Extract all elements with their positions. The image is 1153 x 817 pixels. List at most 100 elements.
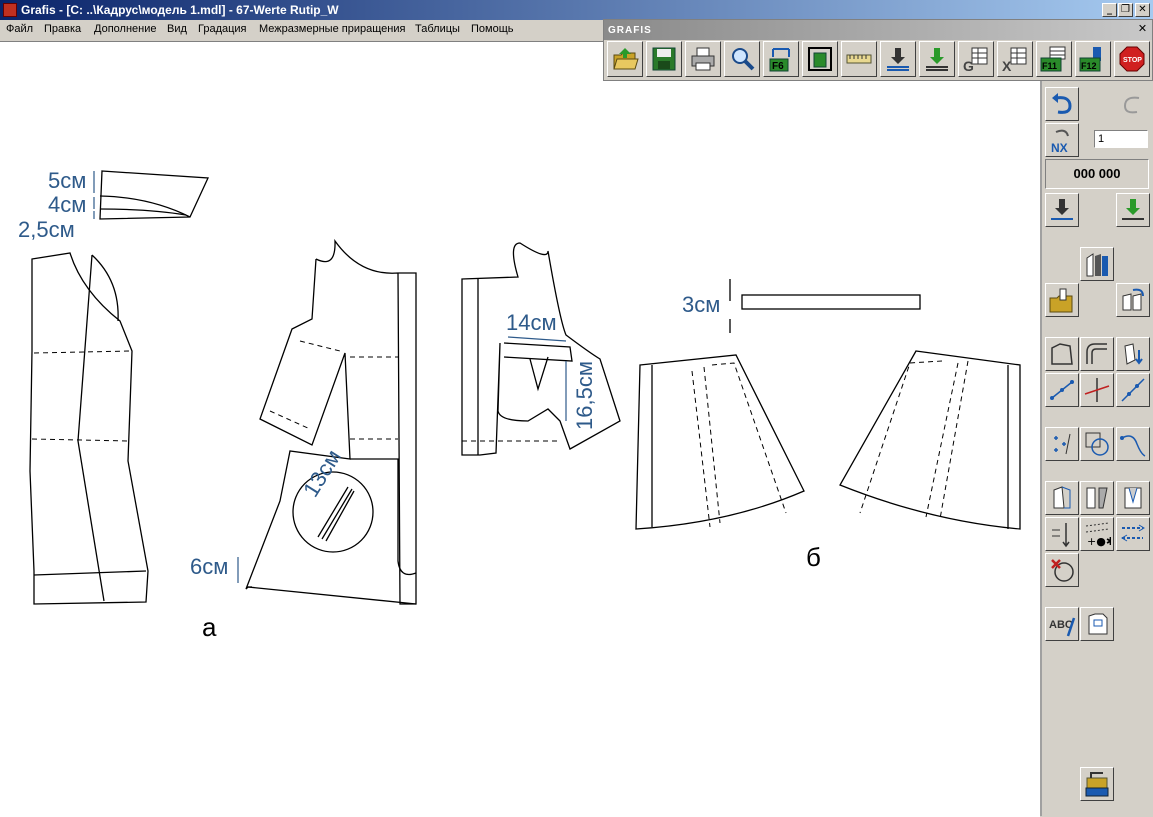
save-disk-icon bbox=[652, 47, 676, 71]
skirt-back bbox=[839, 350, 1021, 530]
open-pieces-button[interactable] bbox=[1045, 283, 1079, 317]
f12-button[interactable]: F12 bbox=[1075, 41, 1111, 77]
f6-key-icon: F6 bbox=[769, 48, 790, 72]
menu-edit[interactable]: Правка bbox=[44, 23, 82, 35]
dimension-5cm: 5см bbox=[48, 168, 87, 193]
dimension-16-5cm: 16,5см bbox=[572, 361, 597, 430]
minimize-button[interactable]: _ bbox=[1102, 3, 1117, 17]
piece-copy-button[interactable] bbox=[1045, 481, 1079, 515]
intersect-line-button[interactable] bbox=[1080, 373, 1114, 407]
measure-button[interactable] bbox=[841, 41, 877, 77]
menu-file[interactable]: Файл bbox=[6, 23, 34, 35]
x-table-button[interactable]: X bbox=[997, 41, 1033, 77]
close-button[interactable]: ✕ bbox=[1135, 3, 1150, 17]
menu-size-increments[interactable]: Межразмерные приращения bbox=[259, 23, 406, 35]
menu-addition[interactable]: Дополнение bbox=[94, 23, 157, 35]
grain-line-button[interactable] bbox=[1045, 517, 1079, 551]
offset-line-button[interactable] bbox=[1080, 337, 1114, 371]
f12-key-icon: F12 bbox=[1079, 47, 1101, 72]
shape-transform-icon bbox=[1124, 343, 1143, 365]
seam-arrows-icon bbox=[1121, 524, 1145, 542]
app-icon[interactable] bbox=[3, 3, 17, 17]
dimension-14cm: 14см bbox=[506, 310, 557, 335]
grafis-toolbar-window[interactable]: GRAFIS ✕ F6 G X F11 F12 STOP bbox=[603, 19, 1153, 81]
svg-text:G: G bbox=[963, 58, 974, 73]
f6-button[interactable]: F6 bbox=[763, 41, 799, 77]
diagonal-line-icon bbox=[1121, 378, 1145, 402]
f11-button[interactable]: F11 bbox=[1036, 41, 1072, 77]
measure-tape-icon bbox=[846, 54, 872, 64]
nx-repeat-button[interactable]: NX bbox=[1045, 123, 1079, 157]
svg-text:X: X bbox=[1002, 58, 1012, 73]
right-tool-panel: NX 1 000 000 bbox=[1040, 81, 1153, 816]
piece-transfer-button[interactable] bbox=[1116, 283, 1150, 317]
piece-mirror-icon bbox=[1086, 487, 1108, 509]
redo-button[interactable] bbox=[1116, 87, 1150, 121]
text-tool-button[interactable]: ABC bbox=[1045, 607, 1079, 641]
stop-button[interactable]: STOP bbox=[1114, 41, 1150, 77]
g-table-button[interactable]: G bbox=[958, 41, 994, 77]
curve-tool-button[interactable] bbox=[1116, 427, 1150, 461]
import-button[interactable] bbox=[880, 41, 916, 77]
svg-text:+●✱: +●✱ bbox=[1087, 535, 1111, 548]
model-pieces-button[interactable] bbox=[1080, 247, 1114, 281]
grafis-toolbar-title-bar[interactable]: GRAFIS ✕ bbox=[604, 20, 1152, 40]
shapes-tool-button[interactable] bbox=[1080, 427, 1114, 461]
drawing-canvas[interactable]: 5см 4см 2,5см 6см 13см 14см 16,5см 3см а… bbox=[0, 41, 1040, 817]
abc-pen-icon: ABC bbox=[1049, 617, 1076, 637]
collar-piece bbox=[99, 170, 209, 220]
load-down-button[interactable] bbox=[1045, 193, 1079, 227]
undo-button[interactable] bbox=[1045, 87, 1079, 121]
printer-icon bbox=[691, 47, 715, 71]
green-arrow-down-icon bbox=[926, 48, 948, 71]
points-tool-button[interactable] bbox=[1045, 427, 1079, 461]
save-button[interactable] bbox=[646, 41, 682, 77]
menu-grading[interactable]: Градация bbox=[198, 23, 247, 35]
sewing-machine-button[interactable] bbox=[1080, 767, 1114, 801]
piece-label-icon bbox=[1088, 613, 1108, 635]
menu-view[interactable]: Вид bbox=[167, 23, 187, 35]
contour-icon bbox=[1051, 343, 1073, 365]
frame-view-button[interactable] bbox=[802, 41, 838, 77]
waistband-piece bbox=[741, 294, 921, 310]
points-icon bbox=[1054, 433, 1071, 455]
dart-tool-button[interactable] bbox=[1116, 481, 1150, 515]
svg-text:ABC: ABC bbox=[1049, 619, 1073, 631]
zoom-button[interactable] bbox=[724, 41, 760, 77]
front-panel bbox=[29, 252, 149, 605]
dimension-6cm: 6см bbox=[190, 554, 229, 579]
point-line-icon bbox=[1050, 380, 1074, 400]
x-table-icon: X bbox=[1002, 47, 1027, 73]
svg-text:F6: F6 bbox=[772, 61, 784, 72]
open-folder-icon bbox=[613, 48, 639, 70]
load-green-button[interactable] bbox=[1116, 193, 1150, 227]
g-table-icon: G bbox=[963, 47, 988, 73]
import-green-button[interactable] bbox=[919, 41, 955, 77]
shape-transform-button[interactable] bbox=[1116, 337, 1150, 371]
caption-a: а bbox=[202, 612, 217, 642]
grain-line-icon bbox=[1052, 523, 1070, 548]
menu-tables[interactable]: Таблицы bbox=[415, 23, 460, 35]
point-line-button[interactable] bbox=[1045, 373, 1079, 407]
seam-tool-button[interactable] bbox=[1116, 517, 1150, 551]
dimension-4cm: 4см bbox=[48, 192, 87, 217]
piece-mirror-button[interactable] bbox=[1080, 481, 1114, 515]
piece-copy-icon bbox=[1053, 486, 1071, 509]
open-file-button[interactable] bbox=[607, 41, 643, 77]
pattern-drawing bbox=[29, 170, 1021, 605]
nx-count-input[interactable]: 1 bbox=[1094, 130, 1148, 148]
title-bar: Grafis - [C: ..\Кадрус\модель 1.mdl] - 6… bbox=[0, 0, 1153, 20]
restore-button[interactable]: ❐ bbox=[1118, 3, 1133, 17]
piece-transfer-icon bbox=[1122, 288, 1144, 311]
print-button[interactable] bbox=[685, 41, 721, 77]
diagonal-line-button[interactable] bbox=[1116, 373, 1150, 407]
grafis-toolbar-close-button[interactable]: ✕ bbox=[1137, 22, 1148, 35]
delete-piece-button[interactable] bbox=[1045, 553, 1079, 587]
notch-marks-icon: +●✱ bbox=[1085, 522, 1111, 548]
svg-text:STOP: STOP bbox=[1123, 57, 1142, 64]
contour-tool-button[interactable] bbox=[1045, 337, 1079, 371]
open-folder-icon bbox=[1049, 288, 1073, 313]
piece-label-button[interactable] bbox=[1080, 607, 1114, 641]
notch-tool-button[interactable]: +●✱ bbox=[1080, 517, 1114, 551]
menu-help[interactable]: Помощь bbox=[471, 23, 514, 35]
